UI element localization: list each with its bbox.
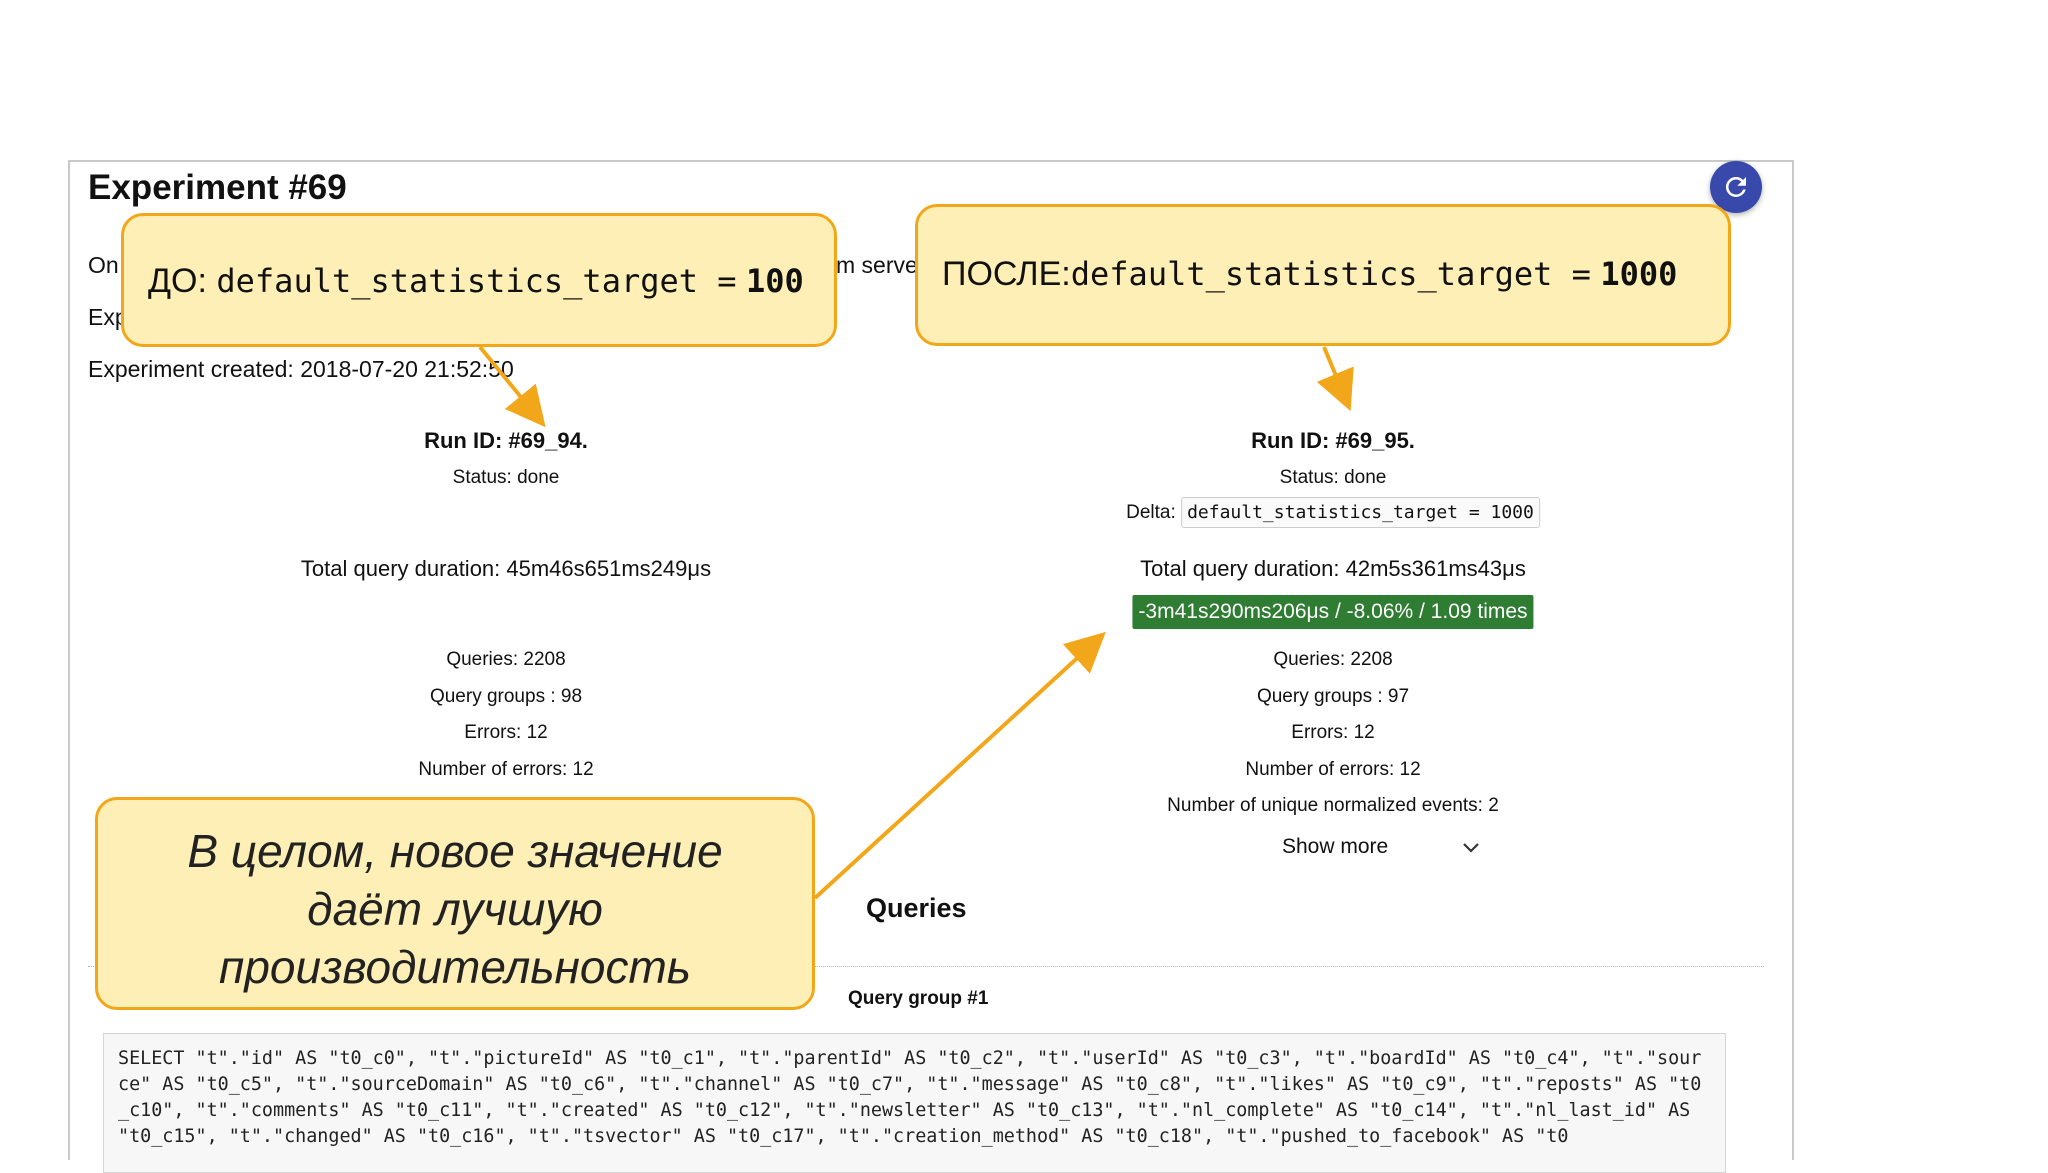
after-value: 1000 xyxy=(1600,255,1678,293)
after-setting: default_statistics_target = xyxy=(1070,255,1591,293)
delta-value: default_statistics_target = 1000 xyxy=(1181,497,1540,528)
refresh-icon xyxy=(1721,172,1751,202)
run-2-id: Run ID: #69_95. xyxy=(1251,428,1415,453)
run-2-diff: -3m41s290ms206μs / -8.06% / 1.09 times xyxy=(1132,595,1534,629)
after-label: ПОСЛЕ: xyxy=(942,255,1071,293)
show-more-button[interactable]: Show more xyxy=(1282,835,1389,858)
before-value: 100 xyxy=(746,262,804,300)
run-2-queries: Queries: 2208 xyxy=(1273,649,1393,670)
query-group-title: Query group #1 xyxy=(848,988,989,1009)
before-setting: default_statistics_target = xyxy=(216,262,737,300)
delta-label: Delta: xyxy=(1126,502,1176,523)
queries-heading: Queries xyxy=(866,893,967,923)
summary-line-1: В целом, новое значение xyxy=(187,825,723,877)
summary-line-2: даёт лучшую xyxy=(307,883,603,935)
run-2-number-of-errors: Number of errors: 12 xyxy=(1245,759,1421,780)
before-callout: ДО: default_statistics_target = 100 xyxy=(121,213,837,347)
duration-diff-badge: -3m41s290ms206μs / -8.06% / 1.09 times xyxy=(1132,595,1534,629)
chevron-down-icon[interactable] xyxy=(1459,835,1483,864)
experiment-created: Experiment created: 2018-07-20 21:52:50 xyxy=(88,356,514,382)
experiment-info-line-1-end: m serve xyxy=(836,252,918,278)
summary-callout: В целом, новое значение даёт лучшую прои… xyxy=(95,797,815,1010)
page-title: Experiment #69 xyxy=(88,168,347,207)
run-1-errors: Errors: 12 xyxy=(464,722,548,743)
run-1-queries: Queries: 2208 xyxy=(446,649,566,670)
after-callout: ПОСЛЕ:default_statistics_target = 1000 xyxy=(915,204,1731,346)
experiment-info-line-1-start: On xyxy=(88,252,119,278)
run-2-query-groups: Query groups : 97 xyxy=(1256,686,1410,707)
run-2-delta: Delta: default_statistics_target = 1000 xyxy=(1126,497,1540,528)
run-1-status: Status: done xyxy=(452,467,560,488)
refresh-button[interactable] xyxy=(1710,161,1762,213)
run-1-id: Run ID: #69_94. xyxy=(424,428,588,453)
run-1-number-of-errors: Number of errors: 12 xyxy=(418,759,594,780)
run-1-total-duration: Total query duration: 45m46s651ms249μs xyxy=(300,556,712,581)
run-2-status: Status: done xyxy=(1279,467,1387,488)
summary-line-3: производительность xyxy=(219,941,691,993)
run-2-total-duration: Total query duration: 42m5s361ms43μs xyxy=(1140,556,1526,581)
before-label: ДО: xyxy=(148,262,207,300)
run-2-unique-events: Number of unique normalized events: 2 xyxy=(1167,795,1499,816)
section-divider xyxy=(88,966,1764,967)
sql-code-block: SELECT "t"."id" AS "t0_c0", "t"."picture… xyxy=(103,1033,1726,1173)
run-2-errors: Errors: 12 xyxy=(1291,722,1375,743)
run-1-query-groups: Query groups : 98 xyxy=(429,686,583,707)
